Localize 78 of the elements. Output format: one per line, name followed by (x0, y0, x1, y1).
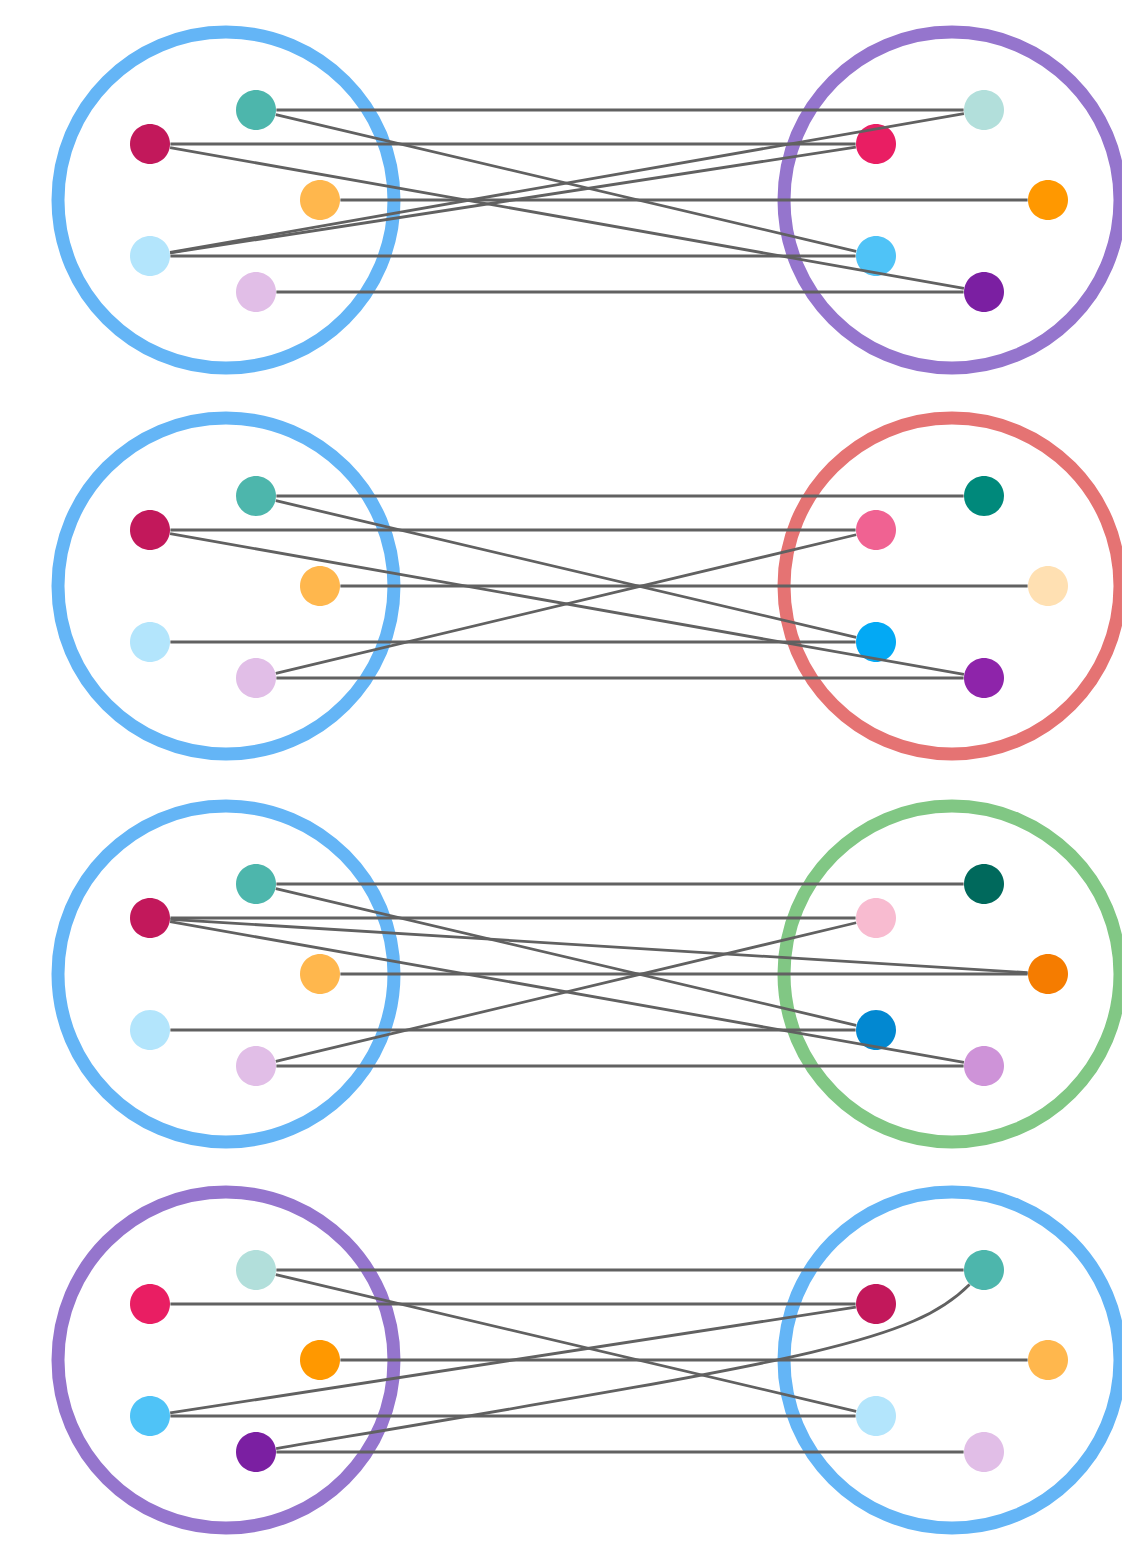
connector-line (276, 1450, 964, 1454)
connector-line (276, 290, 964, 294)
dot (964, 1046, 1004, 1086)
connector-line (275, 533, 857, 675)
connector-line (170, 1028, 856, 1032)
connector-line (276, 882, 964, 886)
dot (964, 476, 1004, 516)
connector-line (340, 198, 1028, 202)
dot (130, 124, 170, 164)
dot (856, 1284, 896, 1324)
ring-circle (51, 799, 401, 1149)
dot (130, 1284, 170, 1324)
dot (856, 622, 896, 662)
dot (856, 236, 896, 276)
dot (236, 658, 276, 698)
dot (964, 272, 1004, 312)
dot (1028, 954, 1068, 994)
dot (300, 566, 340, 606)
dot (130, 622, 170, 662)
dot (300, 1340, 340, 1380)
dot (236, 1250, 276, 1290)
dot (300, 180, 340, 220)
dot (236, 1046, 276, 1086)
connector-line (275, 1283, 971, 1450)
dot (1028, 566, 1068, 606)
connector-line (275, 1273, 857, 1413)
dot (856, 510, 896, 550)
connector-line (340, 1358, 1028, 1362)
dot (130, 510, 170, 550)
dot (236, 1432, 276, 1472)
ring-circle (51, 25, 401, 375)
connector-line (169, 145, 857, 255)
dot (856, 898, 896, 938)
connector-line (276, 1268, 964, 1272)
connector-line (275, 113, 857, 253)
dot (236, 864, 276, 904)
connector-line (275, 921, 857, 1063)
dot (130, 236, 170, 276)
connector-line (170, 917, 1028, 975)
dot (964, 658, 1004, 698)
connector-line (169, 920, 965, 1064)
dot (964, 864, 1004, 904)
dot (964, 1250, 1004, 1290)
connector-line (275, 499, 857, 639)
connector-line (169, 1305, 857, 1415)
connector-line (170, 1414, 856, 1418)
dot (964, 1432, 1004, 1472)
connector-line (275, 887, 857, 1027)
ring-circle (51, 411, 401, 761)
connector-line (276, 108, 964, 112)
dot (236, 90, 276, 130)
dot (300, 954, 340, 994)
dot (856, 1010, 896, 1050)
connector-line (169, 532, 965, 676)
connector-line (170, 1302, 856, 1306)
connector-line (169, 146, 965, 290)
dot (130, 1010, 170, 1050)
connector-line (340, 972, 1028, 976)
connector-line (170, 142, 856, 146)
dot (856, 124, 896, 164)
dot (236, 272, 276, 312)
connector-line (170, 254, 856, 258)
connector-line (170, 528, 856, 532)
connector-line (170, 640, 856, 644)
connector-line (170, 916, 856, 920)
dot (130, 898, 170, 938)
dot (1028, 1340, 1068, 1380)
ring-circle (51, 1185, 401, 1535)
dot (236, 476, 276, 516)
dot (856, 1396, 896, 1436)
dot (964, 90, 1004, 130)
connector-line (276, 676, 964, 680)
connector-line (169, 112, 965, 254)
dot (130, 1396, 170, 1436)
connector-line (276, 494, 964, 498)
connector-line (340, 584, 1028, 588)
connector-line (276, 1064, 964, 1068)
dot (1028, 180, 1068, 220)
